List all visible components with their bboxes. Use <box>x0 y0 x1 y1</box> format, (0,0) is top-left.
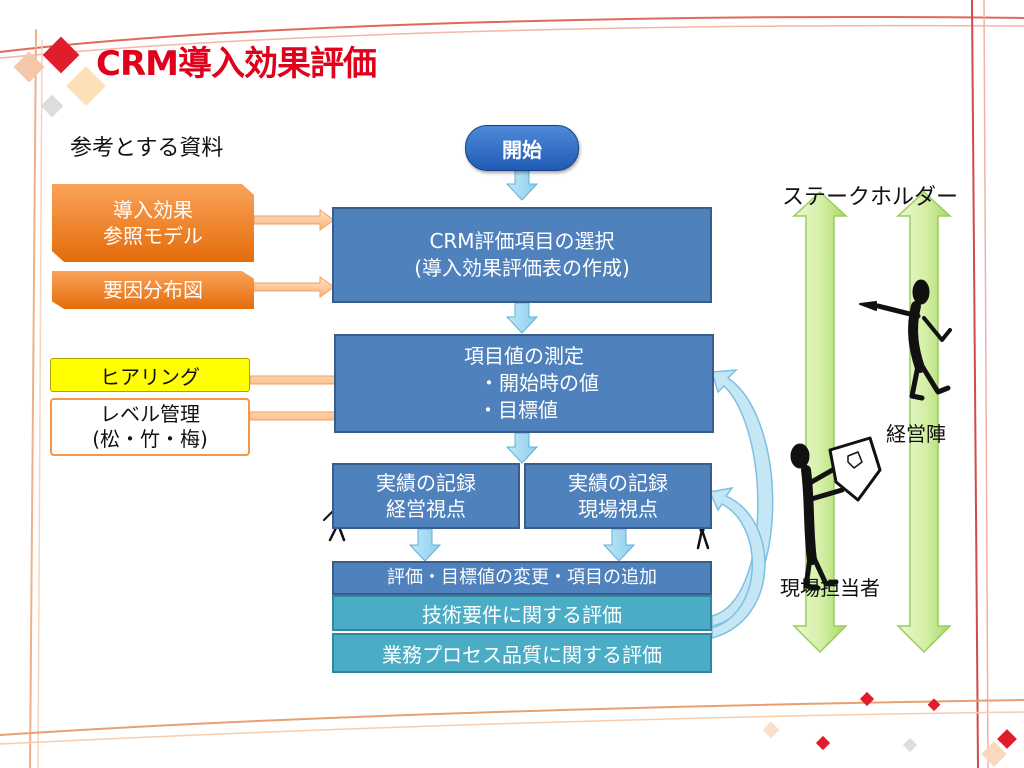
change-label: 評価・目標値の変更・項目の追加 <box>387 566 657 588</box>
flow-arrows <box>408 169 636 562</box>
management-figure <box>859 279 952 401</box>
level-line2: (松・竹・梅) <box>92 427 208 451</box>
management-label: 経営陣 <box>886 422 946 446</box>
record-field-line2: 現場視点 <box>578 497 658 521</box>
select-items-box: CRM評価項目の選択 (導入効果評価表の作成) <box>332 207 712 303</box>
process-eval-box: 業務プロセス品質に関する評価 <box>332 633 712 673</box>
reference-model-line2: 参照モデル <box>103 224 203 248</box>
change-box: 評価・目標値の変更・項目の追加 <box>332 561 712 595</box>
reference-model-line1: 導入効果 <box>113 198 193 222</box>
tech-eval-box: 技術要件に関する評価 <box>332 595 712 631</box>
process-eval-label: 業務プロセス品質に関する評価 <box>382 642 662 667</box>
level-management-box: レベル管理 (松・竹・梅) <box>50 398 250 456</box>
select-line2: (導入効果評価表の作成) <box>414 256 630 280</box>
start-node: 開始 <box>465 125 579 171</box>
record-field-line1: 実績の記録 <box>568 471 668 495</box>
field-staff-label: 現場担当者 <box>780 576 880 600</box>
record-mgmt-line2: 経営視点 <box>386 497 466 521</box>
measure-item1: ・開始時の値 <box>479 371 599 395</box>
level-line1: レベル管理 <box>100 402 200 426</box>
factor-map-box: 要因分布図 <box>52 271 254 309</box>
record-management-box: 実績の記録 経営視点 <box>332 463 520 529</box>
reference-model-box: 導入効果 参照モデル <box>52 184 254 262</box>
record-mgmt-line1: 実績の記録 <box>376 471 476 495</box>
factor-map-label: 要因分布図 <box>103 278 203 302</box>
measure-box: 項目値の測定 ・開始時の値 ・目標値 <box>334 334 714 433</box>
measure-item2: ・目標値 <box>478 398 558 422</box>
select-line1: CRM評価項目の選択 <box>429 229 615 253</box>
tech-eval-label: 技術要件に関する評価 <box>422 602 622 627</box>
measure-title: 項目値の測定 <box>464 344 584 368</box>
hearing-box: ヒアリング <box>50 358 250 392</box>
reference-heading: 参考とする資料 <box>70 136 224 161</box>
slide-title: CRM導入効果評価 <box>96 44 377 84</box>
record-field-box: 実績の記録 現場視点 <box>524 463 712 529</box>
stakeholder-heading: ステークホルダー <box>782 185 959 210</box>
hearing-label: ヒアリング <box>100 364 200 389</box>
feedback-arrows <box>708 369 774 639</box>
field-staff-figure <box>790 436 882 591</box>
